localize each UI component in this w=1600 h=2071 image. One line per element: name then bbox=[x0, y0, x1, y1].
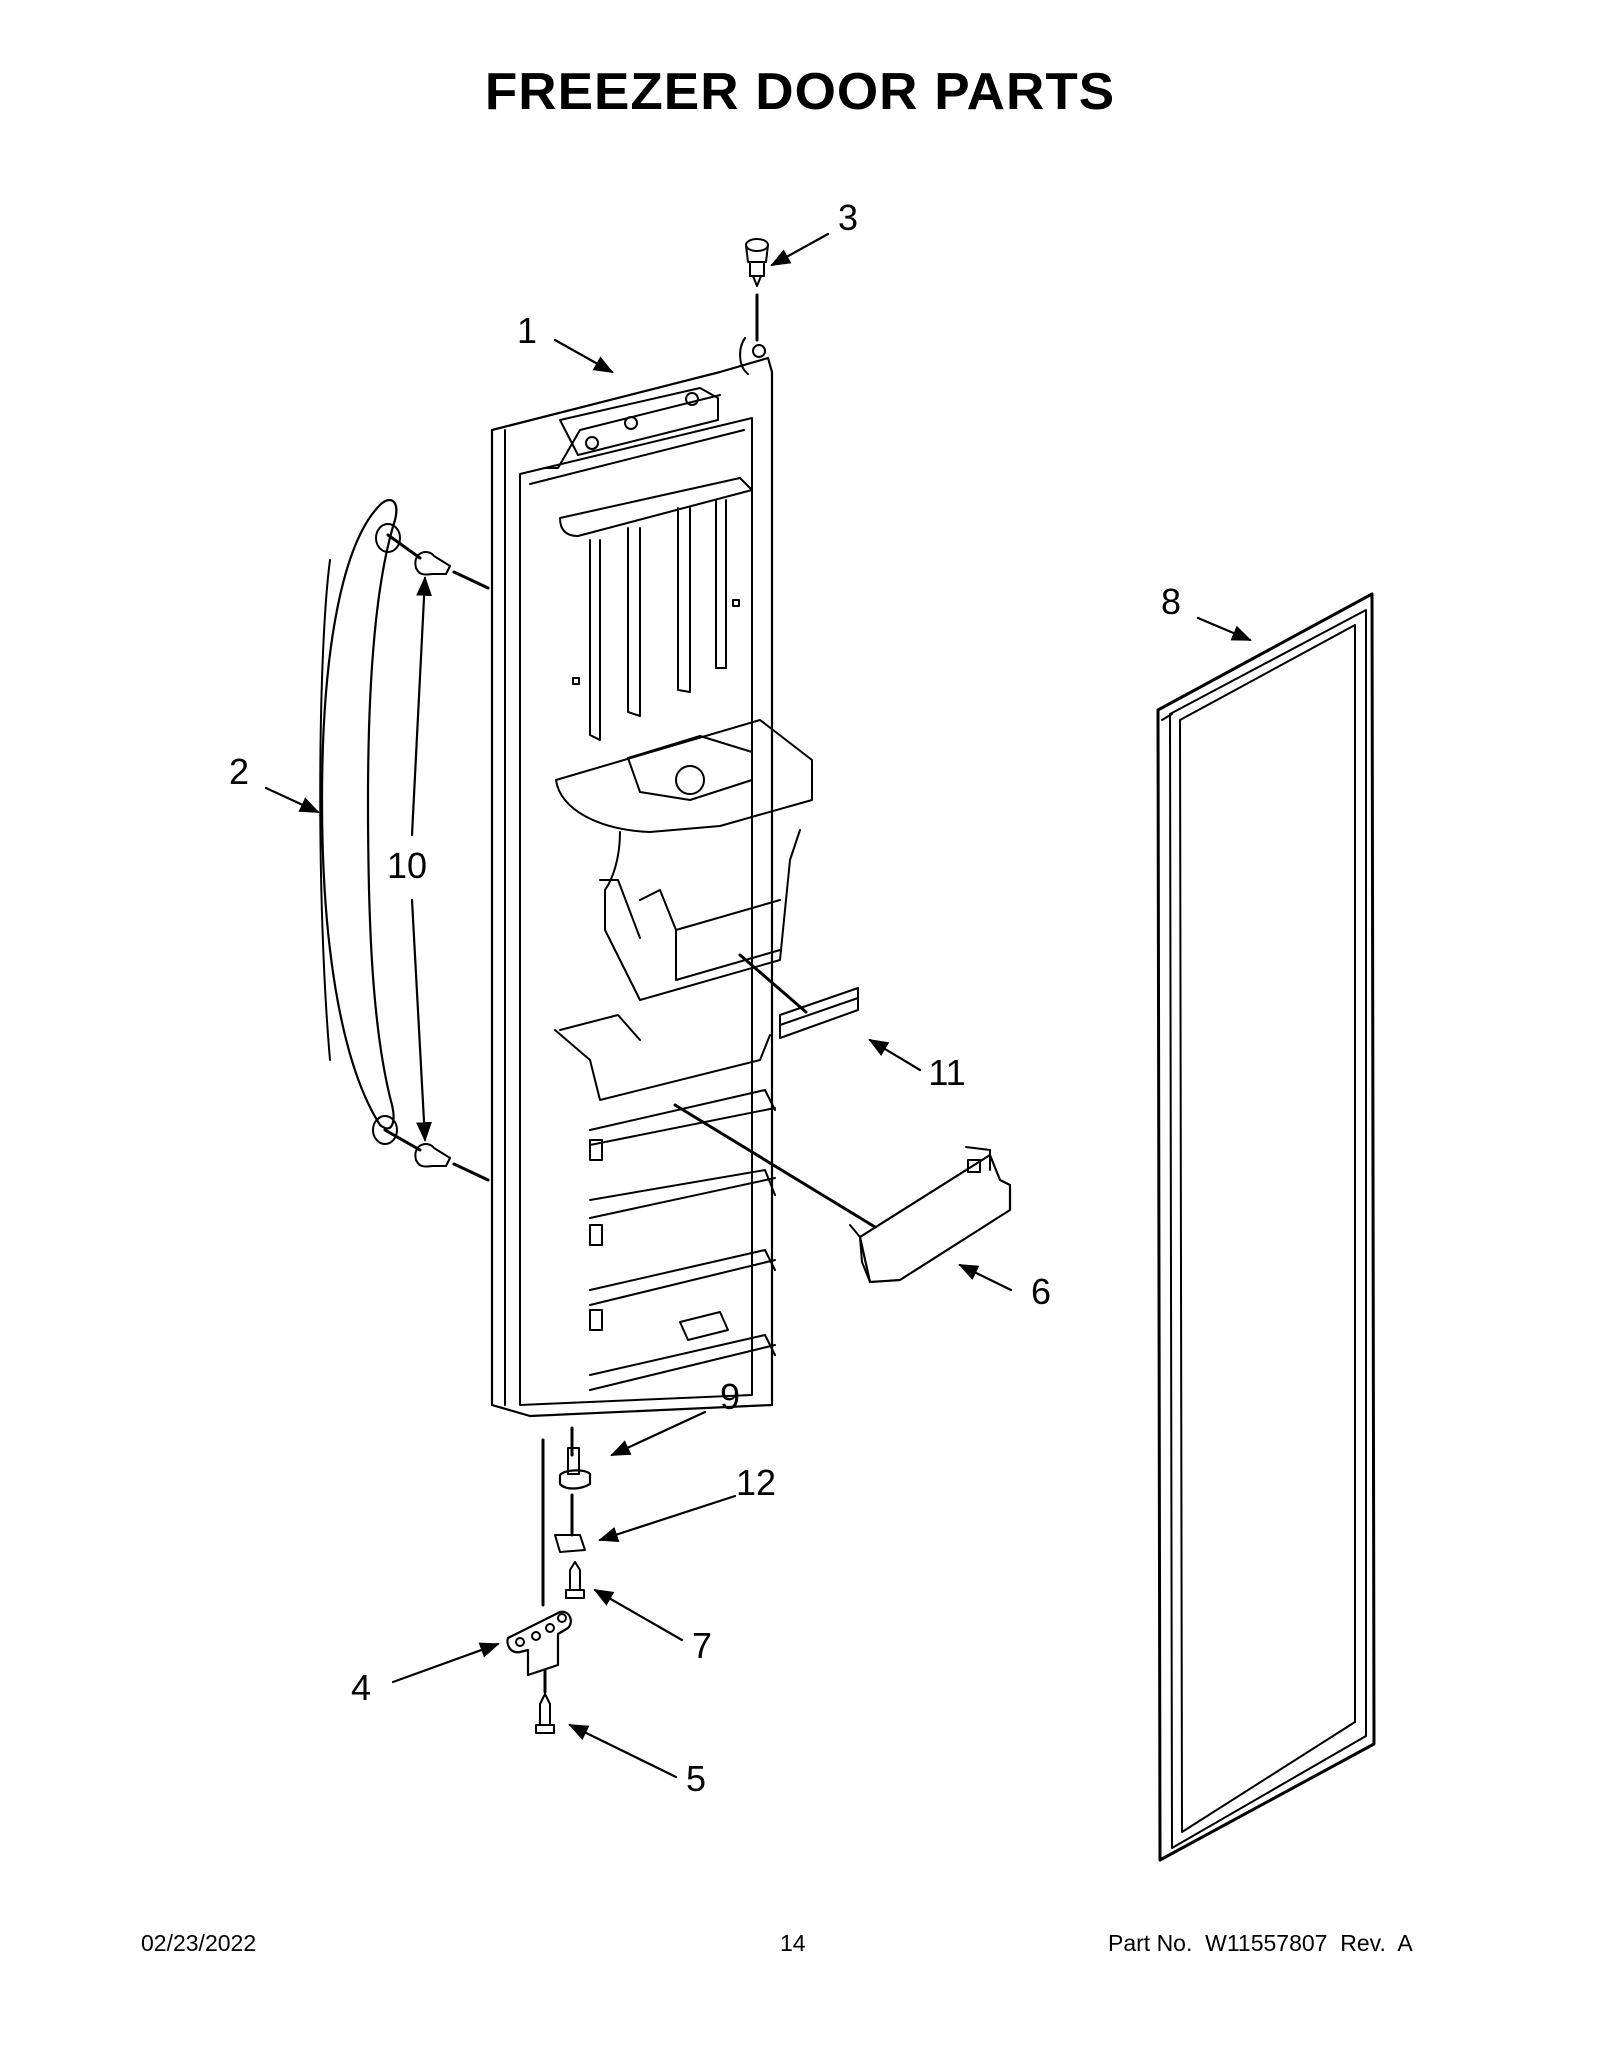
door-bin-rail-drawing bbox=[673, 1103, 1012, 1284]
footer-part-number: Part No. W11557807 Rev. A bbox=[1108, 1930, 1413, 1956]
footer-date: 02/23/2022 bbox=[141, 1930, 257, 1956]
callout-9: 9 bbox=[719, 1376, 741, 1417]
callout-8: 8 bbox=[1160, 581, 1182, 622]
handle-studs-drawing bbox=[383, 533, 490, 1182]
callout-4: 4 bbox=[350, 1667, 372, 1708]
hinge-plug-drawing bbox=[745, 238, 769, 342]
callout-11: 11 bbox=[928, 1052, 966, 1093]
page-title: FREEZER DOOR PARTS bbox=[484, 63, 1116, 121]
callout-5: 5 bbox=[685, 1758, 707, 1799]
callout-3: 3 bbox=[837, 197, 859, 238]
callout-10: 10 bbox=[386, 845, 428, 886]
trim-strip-drawing bbox=[738, 953, 859, 1039]
callout-6: 6 bbox=[1030, 1271, 1052, 1312]
footer-page-number: 14 bbox=[780, 1930, 806, 1956]
callout-7: 7 bbox=[691, 1625, 713, 1666]
door-gasket-drawing bbox=[1156, 592, 1376, 1862]
hinge-hardware-drawing bbox=[506, 1426, 592, 1734]
callout-2: 2 bbox=[228, 751, 250, 792]
leader-arrows bbox=[264, 232, 1252, 1779]
callout-12: 12 bbox=[735, 1462, 777, 1503]
callout-1: 1 bbox=[516, 310, 538, 351]
freezer-door-drawing bbox=[490, 337, 813, 1418]
door-handle-drawing bbox=[319, 498, 401, 1145]
